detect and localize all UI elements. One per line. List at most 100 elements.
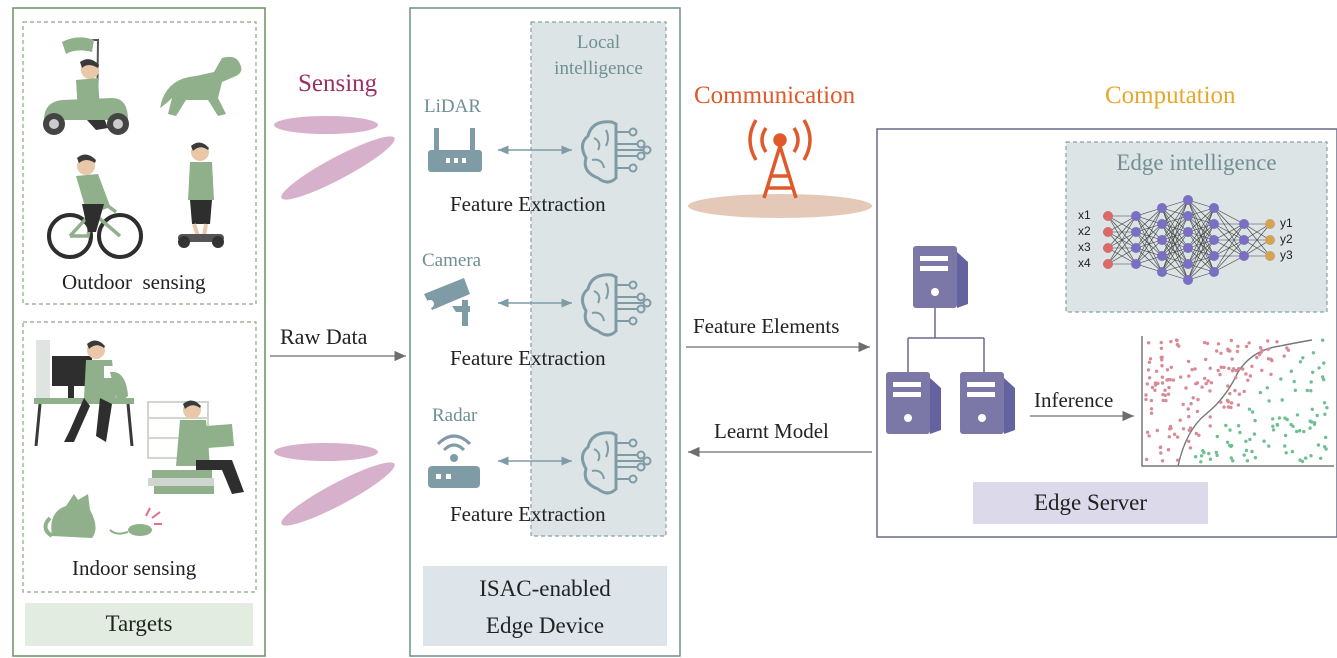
scatter-point [1159,346,1164,350]
scatter-point [1216,342,1221,346]
scatter-point [1150,385,1155,390]
server-panel [876,128,1337,538]
scatter-point [1164,398,1168,403]
nn-hidden-node [1209,219,1219,229]
nn-edge [1187,207,1215,265]
neural-network [1103,195,1275,285]
scatter-point [1308,419,1312,423]
scatter-point [1283,433,1288,438]
scatter-point [1230,357,1234,361]
scatter-point [1179,375,1183,379]
scatter-point [1234,368,1238,373]
nn-edge [1187,207,1215,281]
nn-edge [1161,231,1189,273]
scatter-point [1289,369,1294,373]
scatter-point [1229,443,1234,448]
scatter-point [1298,360,1303,364]
scatter-point [1230,369,1235,373]
nn-edge [1135,207,1163,265]
scatter-point [1186,407,1190,411]
nn-hidden-node [1183,195,1193,205]
scatter-point [1167,435,1172,439]
device-panel [409,7,681,657]
device-footer-bg [423,566,667,646]
scatter-point [1229,401,1234,405]
communication-label: Communication [694,82,856,109]
scatter-point [1165,368,1170,372]
scatter-point [1208,415,1212,419]
scatter-point [1195,409,1200,414]
scatter-point [1160,381,1165,385]
scatter-point [1154,369,1159,373]
scatter-point [1219,400,1223,404]
scatter-point [1317,366,1321,370]
nn-hidden-node [1157,219,1167,229]
scatter-point [1225,398,1230,403]
scatter-point [1277,416,1282,420]
server-icon-left [886,372,941,434]
scatter-point [1189,402,1193,406]
scatter-point [1289,422,1293,427]
scatter-point [1315,413,1319,418]
lidar-feature-extraction: Feature Extraction [450,192,606,216]
scatter-point [1241,367,1245,371]
scatter-point [1262,439,1266,443]
targets-footer-bg [25,603,253,646]
scatter-point [1259,350,1263,354]
scatter-point [1255,355,1259,360]
scatter-point [1159,340,1163,345]
nn-edge [1135,223,1163,265]
sensing-beam-bottom-flat [274,443,378,461]
scatter-point [1147,434,1151,438]
scatter-point [1322,401,1327,405]
scatter-point [1148,357,1153,361]
scatter-point [1265,386,1270,390]
indoor-sensing-label: Indoor sensing [72,556,197,580]
scatter-point [1298,429,1302,433]
nn-edge [1187,239,1215,281]
scatter-point [1228,428,1232,432]
scatter-point [1304,456,1308,460]
targets-panel [12,7,266,657]
scatter-point [1236,344,1240,348]
scatter-point [1181,427,1186,431]
scatter-point [1298,458,1302,462]
scatter-point [1308,426,1312,430]
scatter-point [1191,396,1195,400]
scatter-point [1158,445,1163,450]
cat-icon [43,494,96,538]
scatter-point [1165,378,1169,382]
nn-output-label: y3 [1280,248,1293,262]
scatter-point [1208,366,1212,370]
scatter-axes [1141,336,1334,467]
scatter-point [1245,459,1250,463]
scatter-point [1279,377,1283,381]
scatter-point [1284,451,1288,455]
nn-hidden-node [1209,203,1219,213]
scatter-point [1222,405,1226,409]
nn-edge [1107,215,1137,233]
local-intelligence-label-line1: Local [576,32,621,53]
brain-icon-camera [581,273,652,337]
lidar-label: LiDAR [424,96,481,117]
scatter-point [1168,424,1173,429]
scatter-point [1160,364,1164,368]
feature-elements-label: Feature Elements [693,314,840,338]
scatter-point [1175,342,1180,347]
scatter-point [1202,340,1207,345]
scatter-point [1236,403,1241,407]
scatter-point [1316,443,1321,447]
scatter-point [1244,448,1249,453]
scatter-point [1253,456,1258,460]
scatter-point [1159,451,1163,455]
sensing-beam-top-flat [274,116,378,134]
scatter-point [1271,428,1276,432]
scatter-point [1145,430,1150,434]
scatter-point [1168,378,1172,382]
scatter-point [1258,346,1263,350]
scatter-point [1187,374,1191,378]
scatter-point [1267,444,1271,448]
scatter-point [1252,432,1257,436]
scatter-point [1236,424,1241,428]
scatter-point [1229,338,1234,343]
